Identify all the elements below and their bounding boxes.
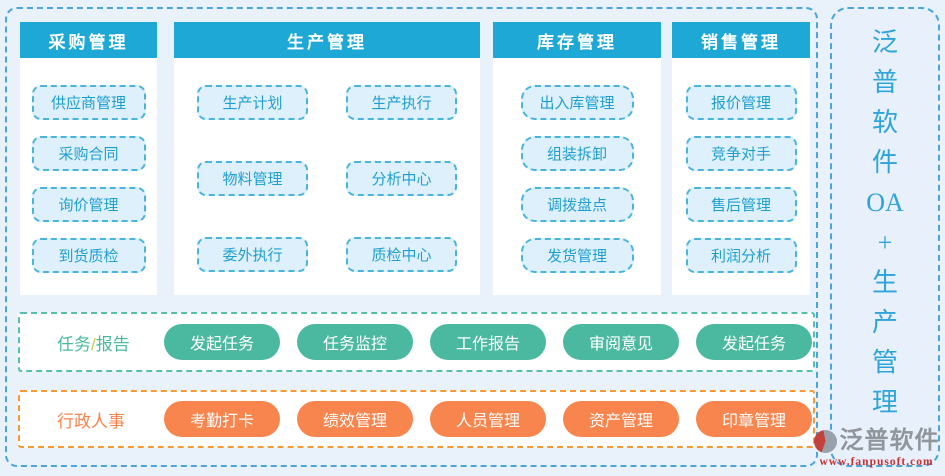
module-item-button[interactable]: 质检中心 xyxy=(346,237,457,272)
sidebar-char: 件 xyxy=(871,148,898,177)
panel-body-purchase: 供应商管理 采购合同 询价管理 到货质检 xyxy=(20,58,157,273)
hr-admin-band: 行政人事 考勤打卡 绩效管理 人员管理 资产管理 印章管理 xyxy=(18,390,815,448)
panel-title-sales: 销售管理 xyxy=(672,22,810,58)
band-label-hr-admin: 行政人事 xyxy=(57,411,125,431)
panel-production: 生产管理 生产计划 生产执行 物料管理 分析中心 委外执行 质检中心 xyxy=(174,22,480,295)
band-action-button[interactable]: 发起任务 xyxy=(164,324,280,360)
panel-body-sales: 报价管理 竞争对手 售后管理 利润分析 xyxy=(672,58,810,273)
module-item-button[interactable]: 分析中心 xyxy=(346,161,457,196)
panel-purchase: 采购管理 供应商管理 采购合同 询价管理 到货质检 xyxy=(20,22,157,295)
band-action-button[interactable]: 发起任务 xyxy=(696,324,812,360)
panel-row: 物料管理 分析中心 xyxy=(174,161,480,196)
sidebar-char: 普 xyxy=(871,68,898,97)
module-item-button[interactable]: 生产执行 xyxy=(346,85,457,120)
sidebar-char: 理 xyxy=(871,388,898,417)
brand-logo: 泛普软件 www.fanpusoft.com xyxy=(810,427,943,473)
panel-title-production: 生产管理 xyxy=(174,22,480,58)
panel-title-purchase: 采购管理 xyxy=(20,22,157,58)
brand-logo-url: www.fanpusoft.com xyxy=(819,456,934,468)
module-item-button[interactable]: 询价管理 xyxy=(31,187,146,222)
band-action-button[interactable]: 工作报告 xyxy=(430,324,546,360)
module-item-button[interactable]: 发货管理 xyxy=(520,238,634,273)
sidebar-char: 管 xyxy=(871,348,898,377)
band-action-button[interactable]: 资产管理 xyxy=(563,401,679,437)
panel-body-production: 生产计划 生产执行 物料管理 分析中心 委外执行 质检中心 xyxy=(174,58,480,272)
sidebar-char: 生 xyxy=(871,268,898,297)
panel-row: 生产计划 生产执行 xyxy=(174,85,480,120)
module-item-button[interactable]: 竞争对手 xyxy=(685,136,797,171)
band-action-button[interactable]: 审阅意见 xyxy=(563,324,679,360)
module-item-button[interactable]: 组装拆卸 xyxy=(520,136,634,171)
brand-sidebar: 泛 普 软 件 OA + 生 产 管 理 xyxy=(830,7,940,467)
band-label-slash: / xyxy=(91,334,96,354)
panel-inventory: 库存管理 出入库管理 组装拆卸 调拨盘点 发货管理 xyxy=(493,22,661,295)
fanpu-logo-icon xyxy=(813,429,837,453)
sidebar-char: 产 xyxy=(871,308,898,337)
band-action-button[interactable]: 印章管理 xyxy=(696,401,812,437)
module-item-button[interactable]: 物料管理 xyxy=(197,161,308,196)
brand-logo-name: 泛普软件 xyxy=(839,428,940,454)
main-dashed-frame xyxy=(5,7,818,467)
sidebar-char: OA xyxy=(866,188,904,217)
panel-row: 委外执行 质检中心 xyxy=(174,237,480,272)
brand-logo-top: 泛普软件 xyxy=(810,427,943,455)
brand-sidebar-text: 泛 普 软 件 OA + 生 产 管 理 xyxy=(832,9,938,423)
module-item-button[interactable]: 售后管理 xyxy=(685,187,797,222)
sidebar-char: 泛 xyxy=(871,28,898,57)
sidebar-char: 软 xyxy=(871,108,898,137)
band-label-text: 报告 xyxy=(95,334,130,354)
module-item-button[interactable]: 报价管理 xyxy=(685,85,797,120)
sidebar-char: + xyxy=(877,228,893,257)
task-report-band: 任务/报告 发起任务 任务监控 工作报告 审阅意见 发起任务 xyxy=(18,312,815,372)
module-item-button[interactable]: 出入库管理 xyxy=(520,85,634,120)
band-action-button[interactable]: 考勤打卡 xyxy=(164,401,280,437)
band-label-text: 任务 xyxy=(57,334,91,354)
module-item-button[interactable]: 到货质检 xyxy=(31,238,146,273)
module-item-button[interactable]: 生产计划 xyxy=(197,85,308,120)
module-item-button[interactable]: 调拨盘点 xyxy=(520,187,634,222)
module-item-button[interactable]: 供应商管理 xyxy=(31,85,146,120)
module-item-button[interactable]: 利润分析 xyxy=(685,238,797,273)
band-action-button[interactable]: 绩效管理 xyxy=(297,401,413,437)
panel-sales: 销售管理 报价管理 竞争对手 售后管理 利润分析 xyxy=(672,22,810,295)
band-action-button[interactable]: 人员管理 xyxy=(430,401,546,437)
panel-title-inventory: 库存管理 xyxy=(493,22,661,58)
band-label-task-report: 任务/报告 xyxy=(57,330,147,355)
module-item-button[interactable]: 采购合同 xyxy=(31,136,146,171)
band-action-button[interactable]: 任务监控 xyxy=(297,324,413,360)
panel-body-inventory: 出入库管理 组装拆卸 调拨盘点 发货管理 xyxy=(493,58,661,273)
module-item-button[interactable]: 委外执行 xyxy=(197,237,308,272)
